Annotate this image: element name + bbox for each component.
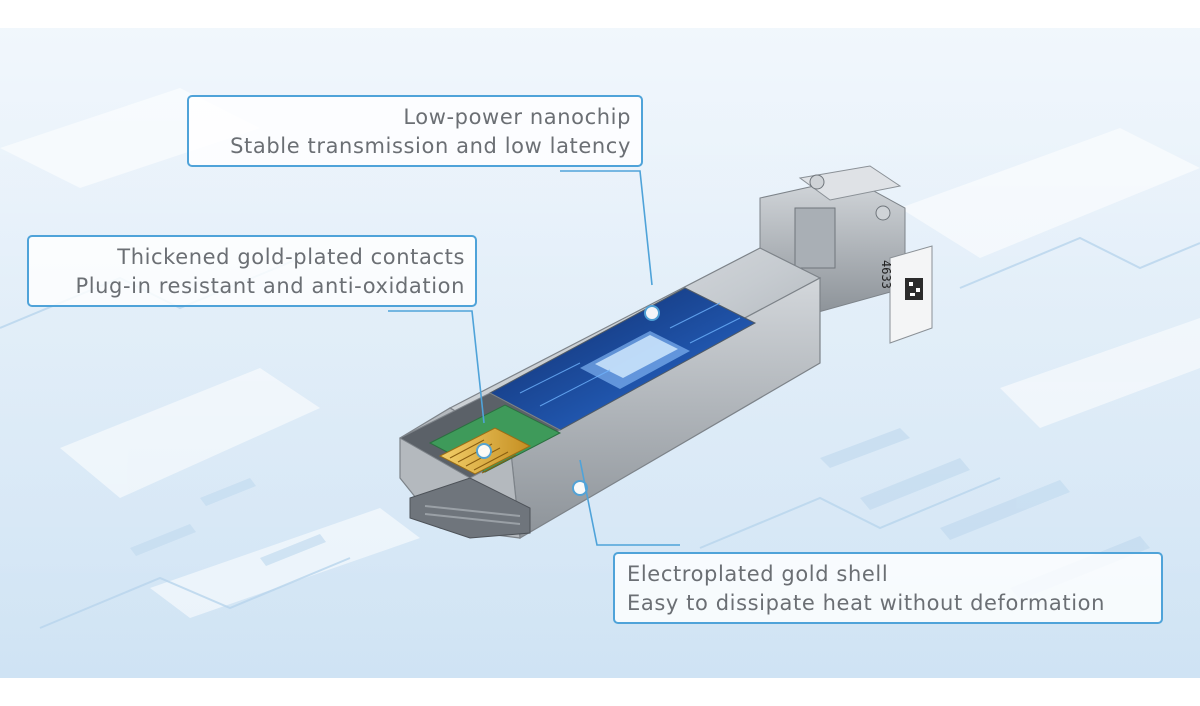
sfp-module-illustration [398, 165, 933, 539]
module-label-code: 4633 [879, 260, 893, 289]
callout-gold-contacts-title: Thickened gold-plated contacts [117, 245, 465, 269]
callout-gold-contacts-detail: Plug-in resistant and anti-oxidation [75, 274, 465, 298]
callout-nanochip-detail: Stable transmission and low latency [230, 134, 631, 158]
callout-gold-shell-title: Electroplated gold shell [627, 562, 889, 586]
callout-nanochip-title: Low-power nanochip [403, 105, 631, 129]
callout-nanochip: Low-power nanochip Stable transmission a… [187, 95, 643, 167]
callout-gold-shell: Electroplated gold shell Easy to dissipa… [613, 552, 1163, 624]
callout-gold-contacts: Thickened gold-plated contacts Plug-in r… [27, 235, 477, 307]
nanochip-window [488, 287, 757, 431]
callout-gold-shell-detail: Easy to dissipate heat without deformati… [627, 591, 1105, 615]
